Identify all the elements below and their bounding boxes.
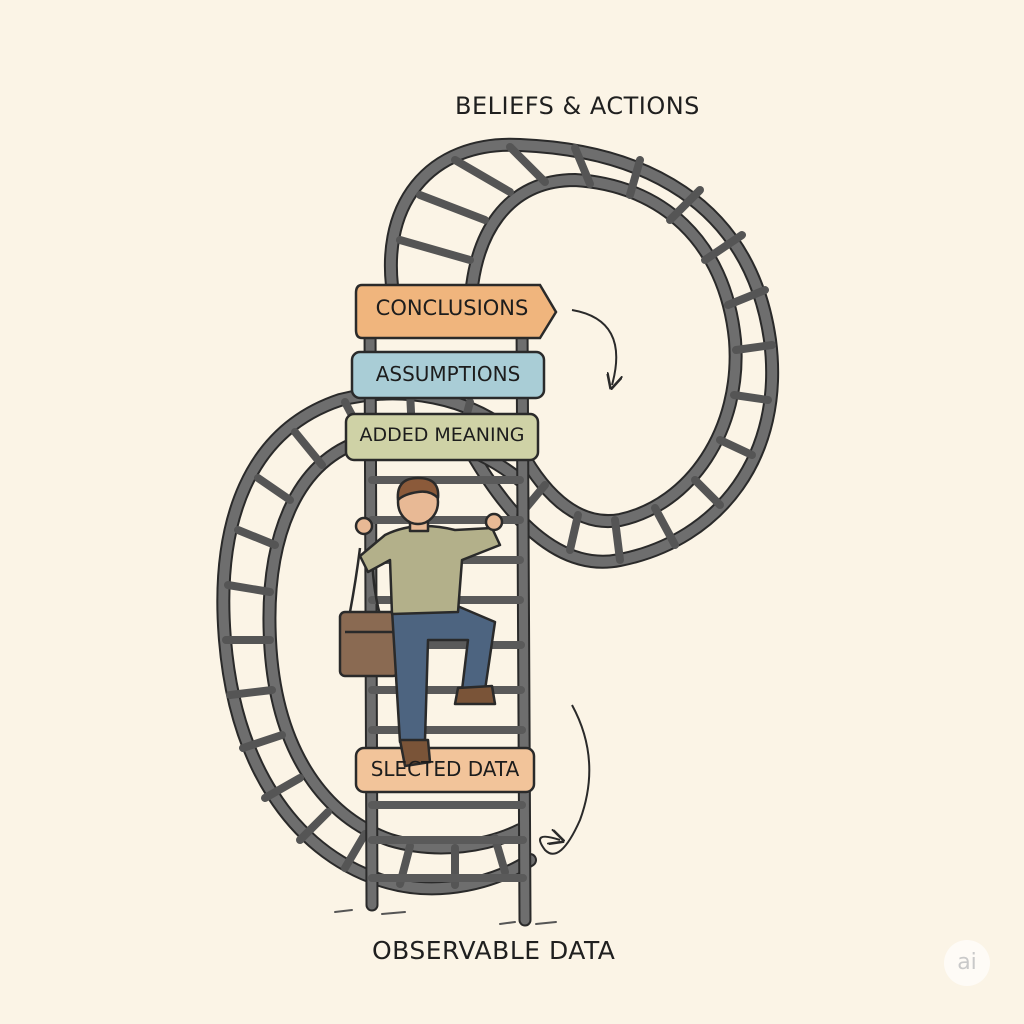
arrow-loop-bottom (539, 704, 591, 855)
arrow-down-right (571, 309, 616, 385)
sign-assumptions (350, 350, 546, 400)
upper-loop-track (383, 137, 780, 569)
sign-conclusions (354, 283, 558, 340)
climbing-person (338, 476, 504, 768)
bottom-label: OBSERVABLE DATA (372, 936, 616, 965)
top-label: BELIEFS & ACTIONS (455, 92, 700, 120)
sign-selected-data (354, 746, 536, 794)
watermark-badge: ai (944, 940, 990, 986)
bag-icon (338, 610, 400, 678)
sign-added-meaning (344, 412, 540, 462)
